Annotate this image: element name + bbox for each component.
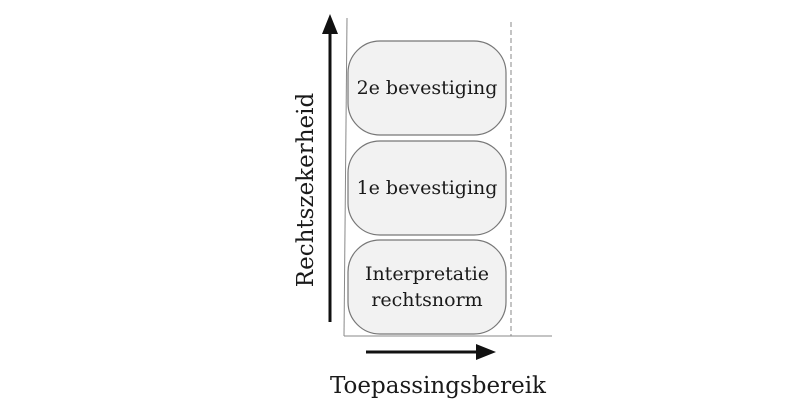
box-interpretation-label-line2: rechtsnorm	[371, 289, 482, 311]
x-axis-arrow	[366, 344, 496, 360]
box-second-confirmation-label: 2e bevestiging	[357, 77, 498, 99]
box-interpretation-rule: Interpretatie rechtsnorm	[347, 239, 507, 335]
box-interpretation-label-line1: Interpretatie	[365, 263, 489, 285]
box-first-confirmation: 1e bevestiging	[347, 140, 507, 236]
x-axis-label: Toepassingsbereik	[330, 373, 547, 399]
y-axis-arrow	[322, 14, 338, 322]
frame-left-line	[343, 17, 348, 337]
box-second-confirmation: 2e bevestiging	[347, 40, 507, 136]
box-first-confirmation-label: 1e bevestiging	[357, 177, 498, 199]
y-axis-label: Rechtszekerheid	[293, 93, 319, 288]
